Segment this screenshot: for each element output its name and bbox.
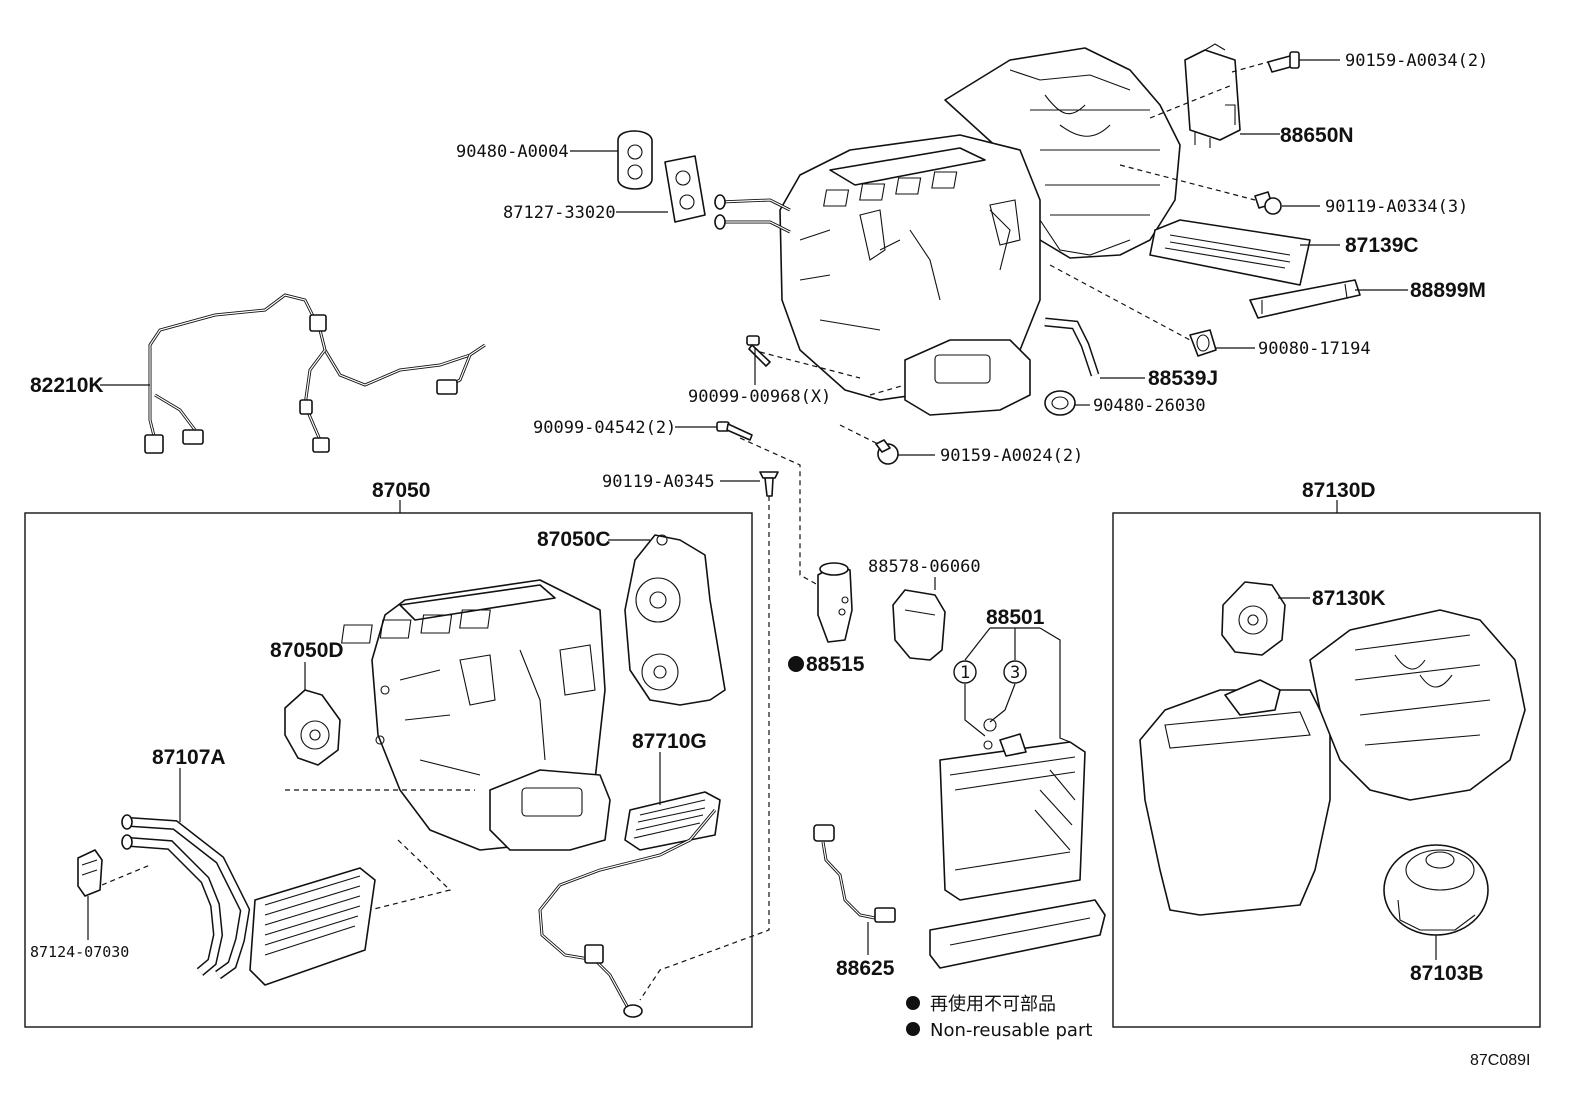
module-88650N <box>1184 43 1241 148</box>
label-88515: 88515 <box>806 653 865 676</box>
label-88625: 88625 <box>836 957 895 980</box>
group-box-87130D <box>1112 512 1541 1028</box>
callout-3: 3 <box>1010 663 1020 683</box>
figure-code: 87C089I <box>1470 1052 1531 1069</box>
label-87139C: 87139C <box>1345 234 1419 257</box>
heater-case-87050 <box>341 579 611 851</box>
cover-evaporator <box>929 899 1106 969</box>
label-90099-00968: 90099-00968(X) <box>688 387 831 407</box>
heater-core-87710G <box>624 791 721 851</box>
label-90480-A0004: 90480-A0004 <box>456 142 569 162</box>
label-87124-07030: 87124-07030 <box>30 943 129 961</box>
label-90159-A0034: 90159-A0034(2) <box>1345 51 1488 71</box>
label-88650N: 88650N <box>1280 124 1354 147</box>
label-88899M: 88899M <box>1410 279 1486 302</box>
clamp-87124-07030 <box>77 849 103 897</box>
label-82210K: 82210K <box>30 374 104 397</box>
cover-88578-06060 <box>892 589 946 661</box>
label-87130D: 87130D <box>1302 479 1376 502</box>
label-90080-17194: 90080-17194 <box>1258 339 1371 359</box>
screw-90099-00968 <box>746 335 771 367</box>
part-labels: 90159-A0034(2) 88650N 90480-A0004 87127-… <box>30 51 1488 985</box>
gasket-87127-33020 <box>664 155 706 223</box>
expansion-valve-88515 <box>817 562 853 643</box>
non-reusable-dot <box>788 656 804 672</box>
label-87107A: 87107A <box>152 746 226 769</box>
grommet-90480-26030 <box>1044 390 1076 416</box>
harness-87050 <box>538 809 717 1018</box>
label-90480-26030: 90480-26030 <box>1093 396 1206 416</box>
callout-circle-3 <box>1003 660 1027 684</box>
wire-harness-82210K <box>144 293 486 454</box>
legend-en: Non-reusable part <box>930 1020 1092 1041</box>
gasket-90480-A0004 <box>617 130 653 190</box>
sensor-88625 <box>813 824 896 923</box>
callout-circle-1 <box>953 660 977 684</box>
label-87050C: 87050C <box>537 528 611 551</box>
screw-90159-A0034 <box>1267 51 1300 73</box>
leader-lines <box>87 59 1437 960</box>
screw-90119-A0334 <box>1254 191 1282 215</box>
screw-90159-A0024 <box>875 439 899 465</box>
legend-dot-1 <box>906 996 920 1010</box>
label-87050: 87050 <box>372 479 430 502</box>
legend-jp: 再使用不可部品 <box>930 994 1056 1015</box>
label-87050D: 87050D <box>270 639 344 662</box>
label-90119-A0345: 90119-A0345 <box>602 472 715 492</box>
heater-radiator-87107A <box>249 867 376 986</box>
label-87710G: 87710G <box>632 730 707 753</box>
filter-87139C <box>1149 219 1311 286</box>
dashed-lines <box>101 61 1269 1001</box>
actuator-87130K <box>1221 581 1286 656</box>
label-88578-06060: 88578-06060 <box>868 557 981 577</box>
legend-dot-2 <box>906 1022 920 1036</box>
label-87130K: 87130K <box>1312 587 1386 610</box>
label-88539J: 88539J <box>1148 367 1218 390</box>
legend: 再使用不可部品 Non-reusable part <box>906 994 1092 1041</box>
label-90099-04542: 90099-04542(2) <box>533 418 676 438</box>
evaporator-88501 <box>939 718 1086 901</box>
blower-unit-87130D <box>1139 609 1526 916</box>
group-box-87050 <box>24 512 753 1028</box>
cover-88899M <box>1249 279 1361 319</box>
screw-90119-A0345 <box>759 471 779 497</box>
blower-motor-87103B <box>1383 844 1489 936</box>
pipe-87107A <box>121 814 251 980</box>
hvac-unit-assembly <box>714 47 1181 416</box>
grommet-90080-17194 <box>1189 329 1217 357</box>
bolt-90099-04542 <box>716 421 753 441</box>
label-90159-A0024: 90159-A0024(2) <box>940 446 1083 466</box>
actuator-87050C <box>624 534 726 706</box>
actuator-87050D <box>284 689 341 766</box>
label-90119-A0334: 90119-A0334(3) <box>1325 197 1468 217</box>
label-87103B: 87103B <box>1410 962 1484 985</box>
label-88501: 88501 <box>986 606 1045 629</box>
callout-1: 1 <box>960 663 970 683</box>
label-87127-33020: 87127-33020 <box>503 203 616 223</box>
